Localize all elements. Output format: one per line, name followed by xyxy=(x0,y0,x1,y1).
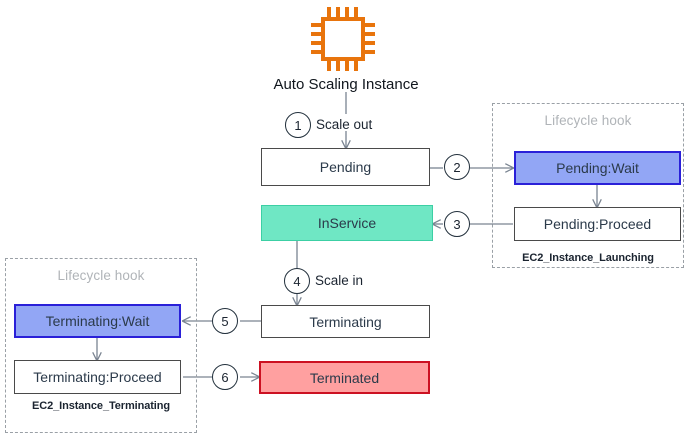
lifecycle-hook-launching xyxy=(492,103,684,268)
state-box-pending[interactable]: Pending xyxy=(261,148,430,186)
state-box-terminated[interactable]: Terminated xyxy=(259,361,430,394)
page-title: Auto Scaling Instance xyxy=(273,76,419,93)
lifecycle-hook-terminating-title: Lifecycle hook xyxy=(57,268,145,283)
step-badge-4[interactable]: 4 xyxy=(284,268,310,294)
state-box-pending-wait[interactable]: Pending:Wait xyxy=(514,151,681,185)
cpu-chip-icon xyxy=(311,7,375,71)
step-badge-5[interactable]: 5 xyxy=(212,308,238,334)
lifecycle-hook-terminating xyxy=(5,258,197,433)
state-box-terminating[interactable]: Terminating xyxy=(261,305,430,338)
step-badge-3[interactable]: 3 xyxy=(444,211,470,237)
state-box-terminating-wait[interactable]: Terminating:Wait xyxy=(14,304,181,338)
edge-label-scale-out: Scale out xyxy=(316,117,373,132)
state-box-inservice[interactable]: InService xyxy=(261,205,433,241)
edge-label-scale-in: Scale in xyxy=(315,273,364,288)
lifecycle-hook-launching-footer: EC2_Instance_Launching xyxy=(522,252,654,264)
step-badge-6[interactable]: 6 xyxy=(212,364,238,390)
lifecycle-hook-launching-title: Lifecycle hook xyxy=(544,113,632,128)
step-badge-2[interactable]: 2 xyxy=(444,154,470,180)
step-badge-1[interactable]: 1 xyxy=(285,112,311,138)
lifecycle-hook-terminating-footer: EC2_Instance_Terminating xyxy=(32,400,170,412)
state-box-terminating-proceed[interactable]: Terminating:Proceed xyxy=(14,360,181,394)
state-box-pending-proceed[interactable]: Pending:Proceed xyxy=(514,207,681,241)
